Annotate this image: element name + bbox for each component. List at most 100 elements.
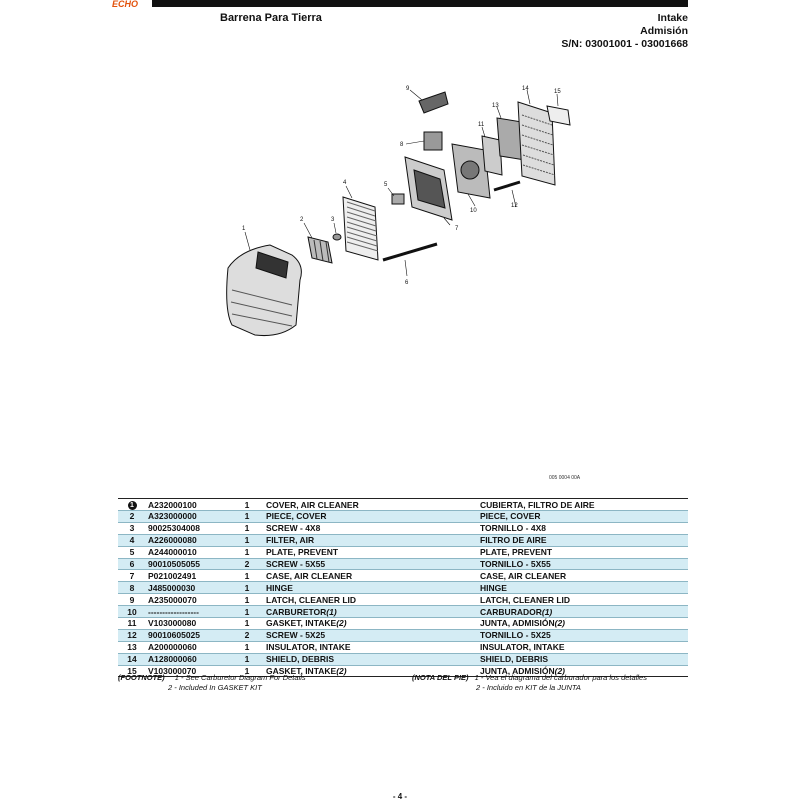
- description-en-text: LATCH, CLEANER LID: [266, 594, 357, 605]
- description-es: LATCH, CLEANER LID: [478, 593, 688, 607]
- description-en: SHIELD, DEBRIS: [264, 653, 478, 666]
- description-en-footnote-ref: (2): [336, 618, 347, 629]
- part-number-text: A128000060: [148, 654, 197, 665]
- part-number-text: P021002491: [148, 570, 197, 581]
- quantity: 1: [230, 593, 264, 607]
- part-number-text: J485000030: [148, 582, 196, 593]
- quantity-text: 1: [244, 618, 250, 629]
- ref-number-text: 9: [129, 594, 135, 605]
- part-screw-5x55: [382, 242, 438, 262]
- quantity: 1: [230, 581, 264, 595]
- quantity: 1: [230, 534, 264, 547]
- ref-number: 4: [118, 534, 146, 547]
- ref-number: 12: [118, 629, 146, 642]
- quantity-text: 1: [244, 499, 250, 510]
- description-es: JUNTA, ADMISIÓN(2): [478, 665, 688, 678]
- part-number-text: A235000070: [148, 594, 197, 605]
- ref-number: 10: [118, 605, 146, 619]
- description-en-text: GASKET, INTAKE: [266, 666, 337, 677]
- footnote-es-1: 1 - Vea el diagrama del carburador para …: [474, 673, 647, 682]
- quantity: 1: [230, 522, 264, 535]
- quantity: 1: [230, 665, 264, 678]
- footnote-en: (FOOTNOTE) 1 - See Carburetor Diagram Fo…: [118, 673, 306, 693]
- callout-14: 14: [522, 86, 529, 92]
- description-en-text: CASE, AIR CLEANER: [266, 570, 353, 581]
- part-filter-air: [342, 196, 379, 261]
- description-en-text: SCREW - 5X25: [266, 630, 326, 641]
- quantity-text: 1: [244, 606, 250, 617]
- quantity-text: 2: [244, 559, 250, 569]
- description-en-text: FILTER, AIR: [266, 535, 315, 546]
- description-en: SCREW - 5X25: [264, 629, 478, 642]
- description-en-text: SHIELD, DEBRIS: [266, 654, 335, 665]
- quantity-text: 1: [244, 535, 250, 546]
- part-number-text: V103000080: [148, 618, 197, 629]
- ref-number: 11: [118, 617, 146, 630]
- description-en: COVER, AIR CLEANER: [264, 498, 478, 511]
- ref-number: 13: [118, 641, 146, 654]
- quantity: 1: [230, 605, 264, 619]
- header-bar: [118, 0, 688, 7]
- quantity-text: 1: [244, 594, 250, 605]
- ref-number: 6: [118, 558, 146, 571]
- brand-logo: ECHO: [112, 0, 152, 10]
- description-es-text: JUNTA, ADMISIÓN: [480, 618, 555, 629]
- quantity-text: 1: [244, 511, 250, 522]
- description-en-text: HINGE: [266, 582, 293, 593]
- part-plate-prevent: [391, 193, 405, 205]
- ref-number: 2: [118, 510, 146, 523]
- description-es: FILTRO DE AIRE: [478, 534, 688, 547]
- description-es-text: JUNTA, ADMISIÓN: [480, 666, 555, 677]
- part-number: A235000070: [146, 593, 230, 607]
- description-en: SCREW - 4X8: [264, 522, 478, 535]
- description-es-footnote-ref: (2): [554, 666, 566, 677]
- part-hinge: [423, 131, 443, 151]
- description-es: PIECE, COVER: [478, 510, 688, 523]
- footnote-es: (NOTA DEL PIE) 1 - Vea el diagrama del c…: [412, 673, 647, 693]
- description-es: CUBIERTA, FILTRO DE AIRE: [478, 498, 688, 511]
- part-number-text: 90025304008: [148, 523, 201, 534]
- part-number-text: A226000080: [148, 535, 197, 546]
- part-shield-debris: [517, 101, 556, 186]
- serial-range: S/N: 03001001 - 03001668: [561, 38, 688, 50]
- description-es-text: INSULATOR, INTAKE: [480, 642, 565, 653]
- ref-number: 8: [118, 581, 146, 595]
- description-en: PIECE, COVER: [264, 510, 478, 523]
- part-piece-cover: [307, 236, 333, 264]
- description-en-text: SCREW - 4X8: [266, 523, 321, 534]
- description-es-text: PIECE, COVER: [480, 511, 541, 522]
- callout-5: 5: [384, 182, 388, 188]
- callout-7: 7: [455, 226, 459, 232]
- ref-number-text: 7: [129, 570, 135, 581]
- quantity: 1: [230, 510, 264, 523]
- part-number: J485000030: [146, 581, 230, 595]
- description-es-text: PLATE, PREVENT: [480, 547, 553, 558]
- quantity-text: 1: [244, 582, 250, 593]
- ref-number-text: 4: [129, 535, 135, 546]
- ref-number: 5: [118, 546, 146, 559]
- ref-number: 1: [118, 498, 146, 511]
- part-number: 90010505055: [146, 558, 230, 571]
- callout-8: 8: [400, 142, 404, 148]
- diagram-code: 005 0004 00A: [549, 475, 581, 481]
- ref-number-text: 3: [129, 523, 135, 534]
- part-number: V103000070: [146, 665, 230, 678]
- callout-10: 10: [470, 208, 477, 214]
- description-es: INSULATOR, INTAKE: [478, 641, 688, 654]
- quantity-text: 1: [244, 547, 250, 558]
- description-en-text: PLATE, PREVENT: [266, 547, 339, 558]
- part-number-text: ------------------: [148, 606, 199, 617]
- description-es-text: TORNILLO - 5X25: [480, 630, 551, 641]
- callout-13: 13: [492, 103, 499, 109]
- quantity-text: 2: [244, 630, 250, 641]
- ref-number: 9: [118, 593, 146, 607]
- part-number: A226000080: [146, 534, 230, 547]
- part-number-text: 90010505055: [148, 559, 201, 569]
- part-number-text: V103000070: [148, 666, 197, 677]
